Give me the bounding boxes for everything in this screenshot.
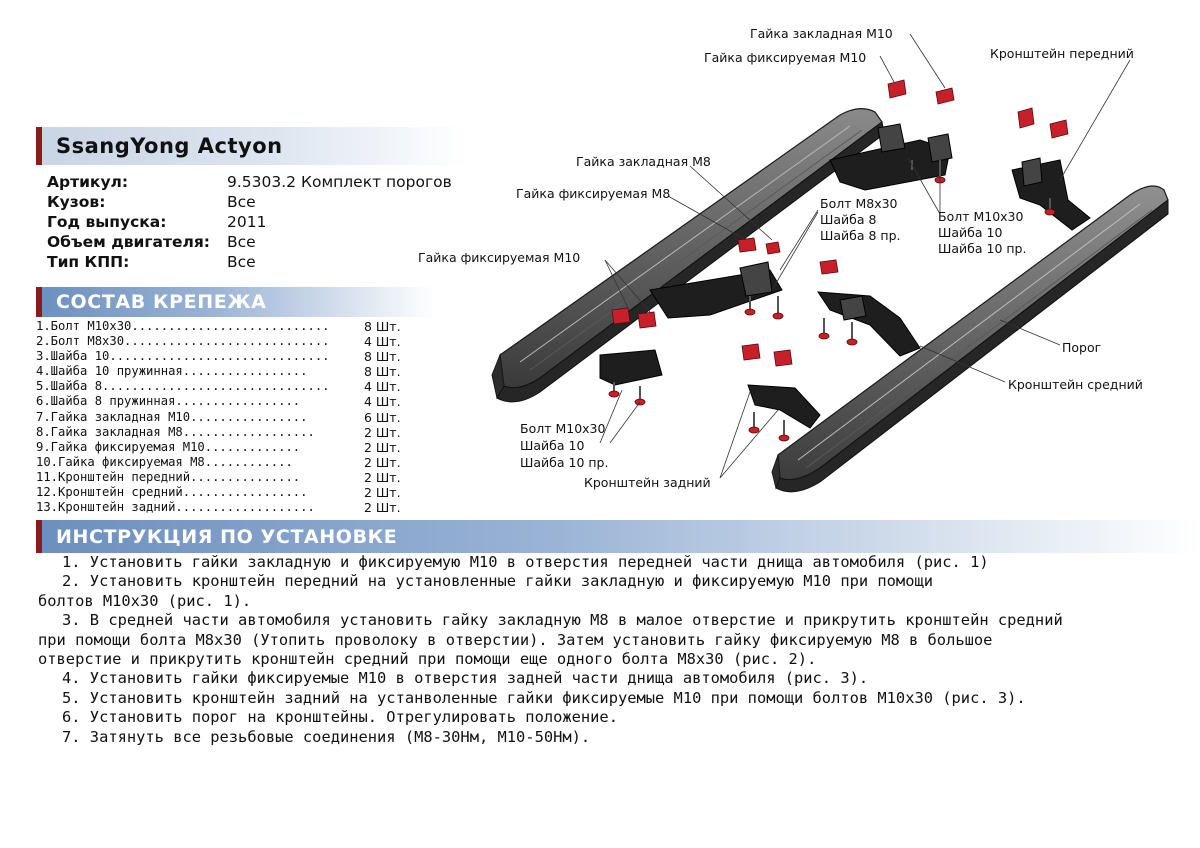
rear-bracket: [599, 349, 821, 429]
list-item: 6.Шайба 8 пружинная.................4 Шт…: [36, 394, 401, 410]
list-item: 13.Кронштейн задний...................2 …: [36, 500, 401, 516]
label-gf-m10-mid: Гайка фиксируемая М10: [418, 250, 580, 265]
front-bracket: [829, 123, 1091, 231]
parts-list: 1.Болт М10х30...........................…: [36, 319, 416, 515]
list-item: 3.Шайба 10..............................…: [36, 349, 401, 365]
list-item: 4.Шайба 10 пружинная.................8 Ш…: [36, 364, 401, 380]
list-item: 11.Кронштейн передний...............2 Шт…: [36, 469, 401, 485]
label-kr-front: Кронштейн передний: [990, 46, 1134, 61]
nuts-group: [611, 79, 1069, 367]
instruction-line: 7. Затянуть все резьбовые соединения (М8…: [62, 727, 591, 746]
label-washer-10-right: Шайба 10: [938, 225, 1002, 240]
label-bolt-m10-left: Болт М10х30: [520, 421, 606, 436]
spec-row: Объем двигателя:Все: [47, 233, 256, 251]
list-item: 2.Болт М8х30............................…: [36, 334, 401, 350]
label-kr-mid: Кронштейн средний: [1008, 377, 1143, 392]
label-washer-10-left: Шайба 10: [520, 438, 584, 453]
sostav-heading: СОСТАВ КРЕПЕЖА: [56, 291, 267, 313]
spec-table: Артикул:9.5303.2 Комплект порогов Кузов:…: [47, 172, 452, 272]
instruction-line: болтов М10х30 (рис. 1).: [38, 591, 252, 610]
middle-bracket: [649, 261, 921, 357]
title-accent: [36, 127, 42, 165]
label-gz-m10: Гайка закладная М10: [750, 26, 893, 41]
instructions-text: 1. Установить гайки закладную и фиксируе…: [38, 553, 1188, 747]
instruction-line: отверстие и прикрутить кронштейн средний…: [38, 650, 817, 669]
spec-row: Год выпуска:2011: [47, 213, 267, 231]
label-washer-10p-right: Шайба 10 пр.: [938, 241, 1026, 256]
label-washer-8: Шайба 8: [820, 212, 876, 227]
spec-row: Артикул:9.5303.2 Комплект порогов: [47, 173, 452, 191]
instruction-line: 3. В средней части автомобиля установить…: [62, 611, 1063, 630]
instructions-heading: ИНСТРУКЦИЯ ПО УСТАНОВКЕ: [56, 525, 398, 548]
instruction-line: 2. Установить кронштейн передний на уста…: [62, 572, 933, 591]
label-washer-8p: Шайба 8 пр.: [820, 228, 901, 243]
list-item: 12.Кронштейн средний.................2 Ш…: [36, 485, 401, 501]
label-bolt-m10-right: Болт М10х30: [938, 209, 1024, 224]
label-gz-m8: Гайка закладная М8: [576, 154, 711, 169]
instruction-line: 6. Установить порог на кронштейны. Отрег…: [62, 708, 618, 727]
label-bolt-m8: Болт М8х30: [820, 196, 898, 211]
list-item: 9.Гайка фиксируемая М10.............2 Шт…: [36, 439, 401, 455]
list-item: 7.Гайка закладная М10................6 Ш…: [36, 409, 401, 425]
instructions-banner: ИНСТРУКЦИЯ ПО УСТАНОВКЕ: [36, 520, 1200, 553]
leader-lines: [599, 33, 1131, 479]
label-washer-10p-left: Шайба 10 пр.: [520, 455, 608, 470]
label-kr-rear: Кронштейн задний: [584, 475, 711, 490]
list-item: 5.Шайба 8...............................…: [36, 379, 401, 395]
list-item: 8.Гайка закладная М8..................2 …: [36, 424, 401, 440]
instruction-line: при помощи болта М8х30 (Утопить проволок…: [38, 630, 993, 649]
left-running-board: [491, 108, 885, 403]
list-item: 1.Болт М10х30...........................…: [36, 319, 401, 334]
spec-row: Тип КПП:Все: [47, 253, 256, 271]
spec-row: Кузов:Все: [47, 193, 256, 211]
label-gf-m8: Гайка фиксируемая М8: [516, 186, 670, 201]
title-banner: SsangYong Actyon: [36, 127, 468, 165]
instruction-line: 5. Установить кронштейн задний на устанв…: [62, 688, 1026, 707]
bolts-group: [608, 160, 1056, 442]
instruction-line: 4. Установить гайки фиксируемые М10 в от…: [62, 669, 869, 688]
label-porog: Порог: [1062, 340, 1101, 355]
instruction-line: 1. Установить гайки закладную и фиксируе…: [62, 553, 989, 571]
sostav-banner: СОСТАВ КРЕПЕЖА: [36, 287, 436, 317]
right-running-board: [771, 185, 1169, 493]
label-gf-m10-top: Гайка фиксируемая М10: [704, 50, 866, 65]
instructions-accent: [36, 520, 42, 553]
product-title: SsangYong Actyon: [56, 134, 283, 158]
exploded-diagram: Гайка закладная М10 Гайка фиксируемая М1…: [418, 26, 1169, 493]
list-item: 10.Гайка фиксируемая М8............2 Шт.: [36, 454, 401, 470]
diagram-labels: Гайка закладная М10 Гайка фиксируемая М1…: [418, 26, 1143, 490]
sostav-accent: [36, 287, 42, 317]
